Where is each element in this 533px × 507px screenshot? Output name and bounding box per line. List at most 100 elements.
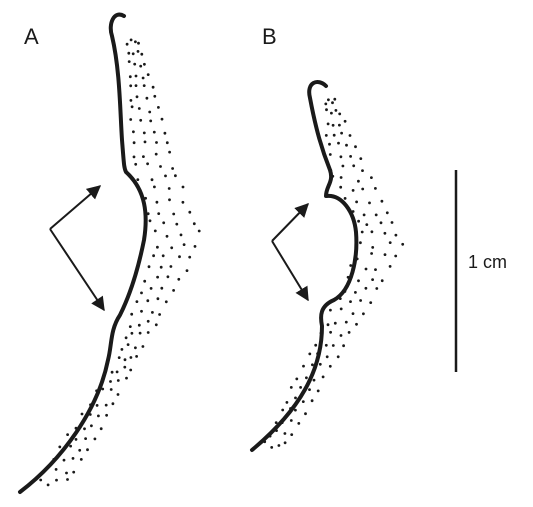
stipple-a-dot (155, 153, 158, 156)
stipple-b-dot (394, 255, 397, 258)
stipple-a-dot (136, 95, 139, 98)
stipple-a-dot (97, 415, 100, 418)
stipple-b-dot (332, 124, 335, 127)
stipple-b-dot (340, 176, 343, 179)
stipple-a-dot (94, 438, 97, 441)
stipple-a-dot (133, 156, 136, 159)
stipple-a-dot (149, 120, 152, 123)
stipple-a-dot (66, 478, 69, 481)
stipple-b-dot (324, 103, 327, 106)
stipple-a-dot (125, 336, 128, 339)
stipple-b-dot (371, 278, 374, 281)
stipple-a-dot (128, 60, 131, 63)
stipple-b-dot (368, 202, 371, 205)
stipple-a-dot (75, 438, 78, 441)
stipple-b-dot (325, 134, 328, 137)
stipple-a-dot (170, 265, 173, 268)
stipple-a-dot (117, 379, 120, 382)
stipple-b-dot (357, 220, 360, 223)
stipple-b-dot (313, 379, 316, 382)
stipple-a-dot (78, 449, 81, 452)
stipple-b-dot (338, 124, 341, 127)
panel-label-a: A (24, 24, 39, 49)
stipple-b-dot (344, 197, 347, 200)
stipple-a-dot (140, 53, 143, 56)
stipple-a-dot (131, 105, 134, 108)
stipple-b-dot (370, 252, 373, 255)
stipple-b-dot (375, 214, 378, 217)
stipple-b-dot (389, 265, 392, 268)
stipple-a-dot (136, 178, 139, 181)
stipple-a-dot (100, 427, 103, 430)
stipple-b-dot (314, 344, 317, 347)
stipple-a-dot (139, 332, 142, 335)
stipple-a-dot (110, 388, 113, 391)
stipple-a-dot (157, 106, 160, 109)
stipple-a-dot (157, 212, 160, 215)
stipple-a-dot (174, 174, 177, 177)
stipple-b-dot (371, 246, 374, 249)
stipple-a-dot (123, 366, 126, 369)
stipple-a-dot (135, 355, 138, 358)
stipple-a-dot (127, 343, 130, 346)
stipple-a-dot (86, 448, 89, 451)
stipple-a-dot (140, 310, 143, 313)
stipple-a-dot (63, 459, 66, 462)
stipple-b-dot (357, 180, 360, 183)
stipple-b-dot (384, 253, 387, 256)
stipple-a-dot (134, 40, 137, 43)
stipple-a-dot (160, 266, 163, 269)
stipple-a-dot (146, 299, 149, 302)
stipple-a-dot (118, 356, 121, 359)
stipple-b-dot (344, 120, 347, 123)
stipple-a-dot (125, 377, 128, 380)
stipple-b-dot (381, 200, 384, 203)
stipple-b-dot (359, 157, 362, 160)
stipple-b-dot (295, 378, 298, 381)
stipple-b-dot (349, 300, 352, 303)
stipple-a-dot (124, 358, 127, 361)
stipple-b-dot (389, 241, 392, 244)
stipple-a-dot (112, 402, 115, 405)
stipple-b-dot (294, 397, 297, 400)
stipple-a-dot (134, 163, 137, 166)
stipple-b-dot (297, 422, 300, 425)
stipple-a-dot (172, 289, 175, 292)
stipple-a-dot (127, 52, 130, 55)
stipple-a-dot (165, 300, 168, 303)
stipple-a-dot (129, 75, 132, 78)
stipple-b-dot (401, 243, 404, 246)
stipple-a-dot (155, 323, 158, 326)
stipple-a-dot (129, 84, 132, 87)
stipple-a-dot (131, 332, 134, 335)
stipple-b-dot (331, 101, 334, 104)
stipple-a-dot (146, 162, 149, 165)
stipple-a-dot (149, 219, 152, 222)
stipple-b-dot (304, 412, 307, 415)
stipple-b-dot (352, 189, 355, 192)
stipple-a-dot (182, 201, 185, 204)
stipple-a-dot (130, 99, 133, 102)
stipple-a-dot (153, 186, 156, 189)
stipple-b-dot (299, 386, 302, 389)
stipple-a-dot (47, 484, 50, 487)
stipple-b-dot (333, 98, 336, 101)
stipple-b-dot (308, 353, 311, 356)
stipple-a-dot (159, 165, 162, 168)
stipple-a-dot (83, 427, 86, 430)
stipple-b-dot (365, 268, 368, 271)
stipple-b-dot (334, 322, 337, 325)
stipple-a-dot (129, 325, 132, 328)
stipple-a-dot (171, 167, 174, 170)
stipple-b-dot (380, 221, 383, 224)
stipple-a-dot (172, 213, 175, 216)
stipple-b-dot (374, 187, 377, 190)
stipple-b-dot (361, 188, 364, 191)
stipple-a-dot (81, 413, 84, 416)
stipple-b-dot (365, 287, 368, 290)
stipple-a-dot (156, 201, 159, 204)
stipple-a-dot (155, 141, 158, 144)
scale-bar-label: 1 cm (468, 252, 507, 272)
stipple-a-dot (156, 246, 159, 249)
